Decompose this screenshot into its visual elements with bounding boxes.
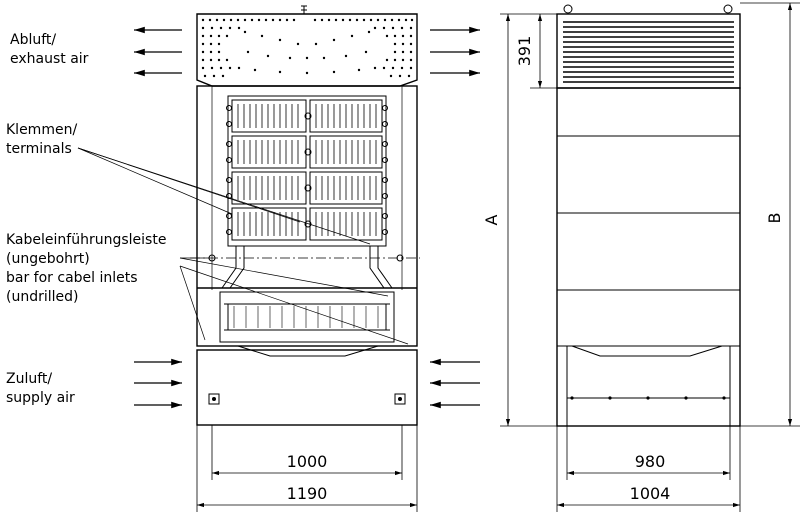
terminals-label-de: Klemmen/ <box>6 122 78 138</box>
front-dimensions <box>196 425 418 512</box>
dim-depth-inner: 980 <box>635 452 666 471</box>
supply-arrows <box>134 358 480 409</box>
dim-depth-outer: 1004 <box>630 484 671 503</box>
leader-lines <box>77 147 409 345</box>
lifting-eye <box>301 5 307 14</box>
base-plinth <box>196 349 418 426</box>
fan-unit <box>219 291 395 357</box>
dim-width-inner: 1000 <box>287 452 328 471</box>
cabinet-body <box>196 85 418 347</box>
terminal-blocks <box>226 95 388 247</box>
supply-label-en: supply air <box>6 390 75 406</box>
louvre-slats <box>563 21 734 83</box>
hood-perforation <box>201 18 414 78</box>
cable-bar-label-de-note: (ungebohrt) <box>6 251 90 267</box>
cable-bar-label-en: bar for cabel inlets <box>6 270 138 286</box>
cable-inlet-bar <box>190 246 420 289</box>
dim-height-b: B <box>765 213 784 224</box>
exhaust-label-en: exhaust air <box>10 51 89 67</box>
exhaust-hood <box>196 13 418 87</box>
side-view: 391 A B 980 1004 <box>482 2 800 512</box>
cable-bar-label-en-note: (undrilled) <box>6 289 79 305</box>
dim-width-outer: 1190 <box>287 484 328 503</box>
front-view: 1000 1190 <box>77 5 480 512</box>
dim-hood-height: 391 <box>515 36 534 67</box>
exhaust-label-de: Abluft/ <box>10 32 57 48</box>
dim-height-a: A <box>482 214 501 225</box>
side-body <box>556 87 741 427</box>
side-dimensions <box>500 2 800 512</box>
supply-label-de: Zuluft/ <box>6 371 53 387</box>
terminals-label-en: terminals <box>6 141 72 157</box>
cable-bar-label-de: Kabeleinführungsleiste <box>6 232 167 248</box>
exhaust-arrows <box>134 26 480 77</box>
